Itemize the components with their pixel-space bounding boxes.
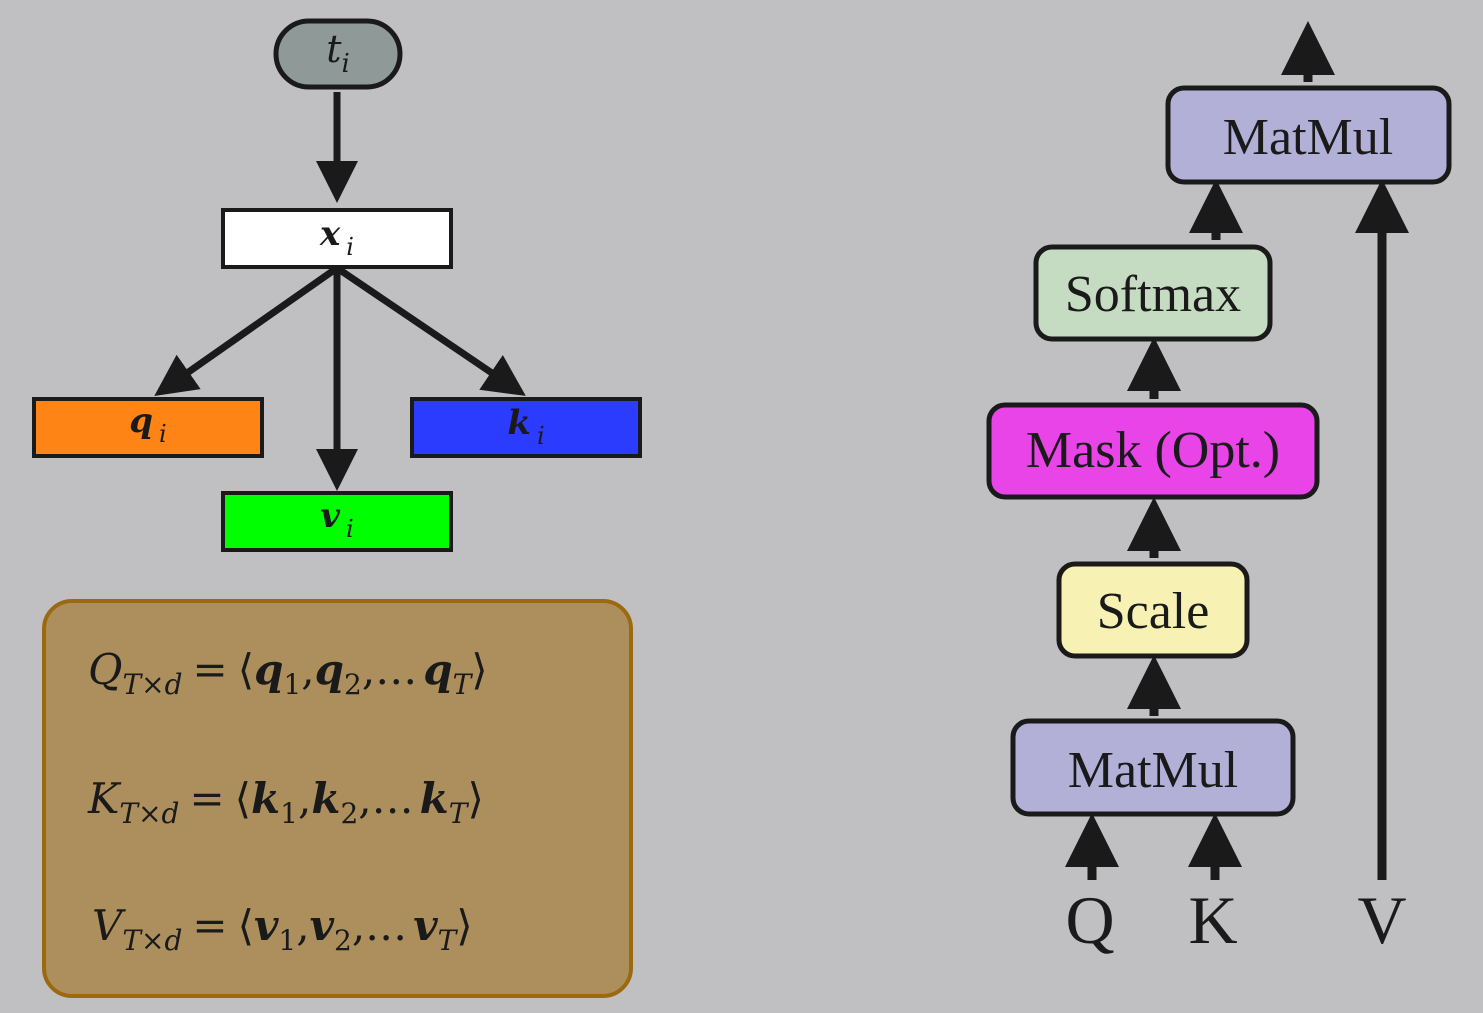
k-sub-2: 2 bbox=[340, 797, 358, 830]
q-vec-1: q bbox=[254, 645, 283, 694]
q-open-bracket: ⟨ bbox=[238, 645, 254, 694]
q-matrix-dim: T×d bbox=[122, 668, 182, 701]
v-sub-1: 1 bbox=[278, 924, 296, 957]
k-open-bracket: ⟨ bbox=[235, 774, 251, 823]
v-close-bracket: ⟩ bbox=[456, 901, 472, 950]
matmul-bottom-block bbox=[1010, 718, 1296, 817]
q-comma-1: , bbox=[301, 645, 314, 694]
token-node bbox=[273, 18, 403, 90]
q-vec-2: q bbox=[315, 645, 344, 694]
key-node bbox=[410, 397, 642, 458]
softmax-block bbox=[1033, 244, 1273, 342]
value-sub: i bbox=[346, 515, 354, 543]
v-vec-t: v bbox=[413, 901, 438, 950]
v-open-bracket: ⟨ bbox=[238, 901, 254, 950]
token-label: ti bbox=[326, 27, 350, 79]
token-sub: i bbox=[341, 49, 349, 79]
q-vec-t: q bbox=[423, 645, 452, 694]
mask-label: Mask (Opt.) bbox=[1026, 422, 1280, 479]
query-matrix-equation: QT×d=⟨q1,q2,…qT⟩ bbox=[88, 645, 488, 701]
v-sub-2: 2 bbox=[334, 924, 352, 957]
q-sub-t: T bbox=[453, 668, 474, 701]
embedding-sub: i bbox=[346, 233, 354, 261]
q-ellipsis: ,… bbox=[362, 645, 417, 694]
softmax-label: Softmax bbox=[1065, 266, 1241, 323]
matrix-box bbox=[42, 599, 633, 998]
v-matrix-dim: T×d bbox=[122, 924, 182, 957]
scale-label: Scale bbox=[1097, 583, 1210, 640]
query-sub: i bbox=[159, 420, 167, 448]
k-vec-1: k bbox=[251, 774, 280, 823]
k-eq-sign: = bbox=[189, 774, 224, 823]
query-var: q bbox=[129, 401, 153, 441]
key-sub: i bbox=[537, 422, 545, 450]
k-close-bracket: ⟩ bbox=[467, 774, 483, 823]
arrow-embedding-to-key bbox=[335, 265, 526, 396]
k-vec-2: k bbox=[311, 774, 340, 823]
arrow-embedding-to-query bbox=[154, 265, 340, 397]
query-node bbox=[32, 397, 264, 458]
mask-block bbox=[986, 402, 1320, 500]
v-vec-1: v bbox=[254, 901, 279, 950]
matmul-top-label: MatMul bbox=[1223, 109, 1393, 166]
k-vec-t: k bbox=[420, 774, 449, 823]
matrix-definitions: QT×d=⟨q1,q2,…qT⟩ KT×d=⟨k1,k2,…kT⟩ VT×d=⟨… bbox=[42, 599, 633, 998]
v-comma-1: , bbox=[296, 901, 309, 950]
embedding-var: x bbox=[319, 214, 341, 254]
value-var: v bbox=[320, 496, 341, 536]
q-close-bracket: ⟩ bbox=[471, 645, 487, 694]
token-var: t bbox=[326, 27, 342, 71]
q-eq-sign: = bbox=[193, 645, 228, 694]
v-sub-t: T bbox=[438, 924, 459, 957]
input-k-label: K bbox=[1188, 882, 1237, 958]
v-eq-sign: = bbox=[192, 901, 227, 950]
input-q-label: Q bbox=[1065, 882, 1114, 958]
key-var: k bbox=[507, 403, 531, 443]
k-matrix-name: K bbox=[87, 774, 122, 823]
value-matrix-equation: VT×d=⟨v1,v2,…vT⟩ bbox=[92, 901, 473, 957]
v-matrix-name: V bbox=[92, 901, 126, 950]
q-sub-2: 2 bbox=[344, 668, 362, 701]
key-matrix-equation: KT×d=⟨k1,k2,…kT⟩ bbox=[87, 774, 484, 830]
value-node bbox=[221, 491, 453, 552]
v-ellipsis: ,… bbox=[352, 901, 407, 950]
matmul-bottom-label: MatMul bbox=[1068, 742, 1238, 799]
k-comma-1: , bbox=[298, 774, 311, 823]
k-sub-t: T bbox=[449, 797, 470, 830]
k-sub-1: 1 bbox=[280, 797, 298, 830]
scale-block bbox=[1056, 561, 1250, 659]
attention-flow: MatMul Softmax Mask (Opt.) Scale MatMul … bbox=[986, 21, 1452, 958]
v-vec-2: v bbox=[310, 901, 335, 950]
q-matrix-name: Q bbox=[88, 645, 122, 694]
embedding-node bbox=[221, 208, 453, 269]
k-matrix-dim: T×d bbox=[119, 797, 179, 830]
matmul-top-block bbox=[1165, 85, 1452, 185]
input-v-label: V bbox=[1357, 882, 1406, 958]
k-ellipsis: ,… bbox=[358, 774, 413, 823]
q-sub-1: 1 bbox=[283, 668, 301, 701]
